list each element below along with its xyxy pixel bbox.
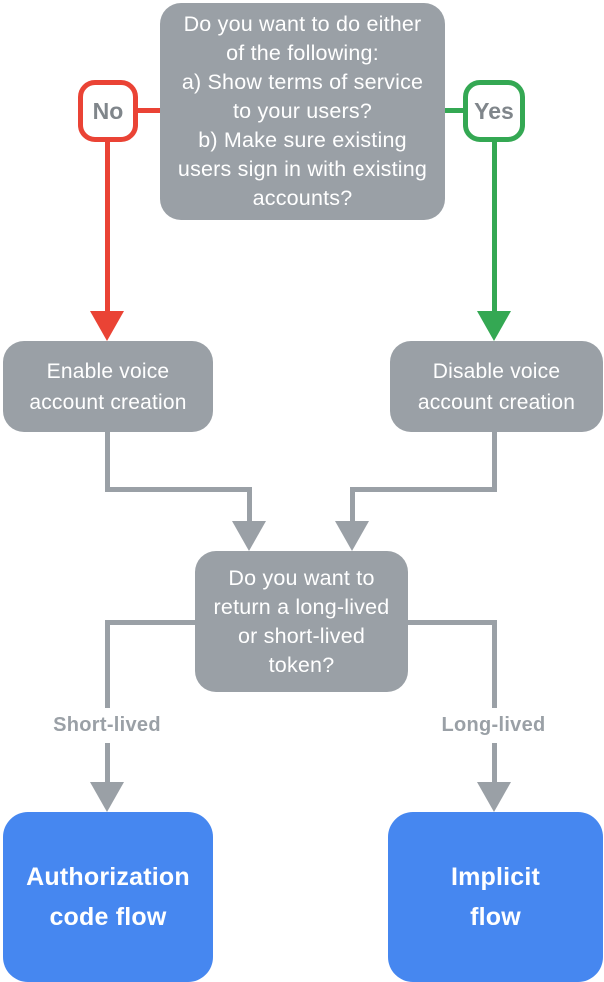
long-lived-edge-line-down: [492, 620, 497, 783]
node-disable-voice-account-creation: Disable voice account creation: [390, 341, 603, 432]
enable-edge-arrowhead-icon: [232, 521, 266, 551]
badge-yes: Yes: [463, 80, 525, 142]
edge-label-short-lived: Short-lived: [22, 708, 192, 743]
no-branch-line-horizontal: [136, 108, 162, 113]
node-implicit-flow: Implicit flow: [388, 812, 603, 982]
yes-branch-arrowhead-icon: [477, 311, 511, 341]
long-lived-edge-arrowhead-icon: [477, 782, 511, 812]
short-lived-edge-line-down: [105, 620, 110, 783]
node-enable-voice-account-creation: Enable voice account creation: [3, 341, 213, 432]
edge-label-long-lived: Long-lived: [410, 708, 577, 743]
short-lived-edge-line-across: [105, 620, 197, 625]
disable-edge-line-stub: [350, 487, 355, 523]
enable-edge-line-across: [105, 487, 250, 492]
node-question-token-lifetime: Do you want to return a long-lived or sh…: [195, 551, 408, 692]
yes-branch-line-horizontal: [442, 108, 468, 113]
enable-edge-line-stub: [247, 487, 252, 523]
node-question-terms: Do you want to do either of the followin…: [160, 3, 445, 220]
node-authorization-code-flow: Authorization code flow: [3, 812, 213, 982]
enable-edge-line-down: [105, 432, 110, 492]
disable-edge-line-down: [492, 432, 497, 492]
no-branch-line-vertical: [105, 140, 110, 312]
long-lived-edge-line-across: [406, 620, 497, 625]
badge-no: No: [78, 80, 138, 142]
no-branch-arrowhead-icon: [90, 311, 124, 341]
short-lived-edge-arrowhead-icon: [90, 782, 124, 812]
disable-edge-arrowhead-icon: [335, 521, 369, 551]
disable-edge-line-across: [352, 487, 497, 492]
yes-branch-line-vertical: [492, 140, 497, 312]
